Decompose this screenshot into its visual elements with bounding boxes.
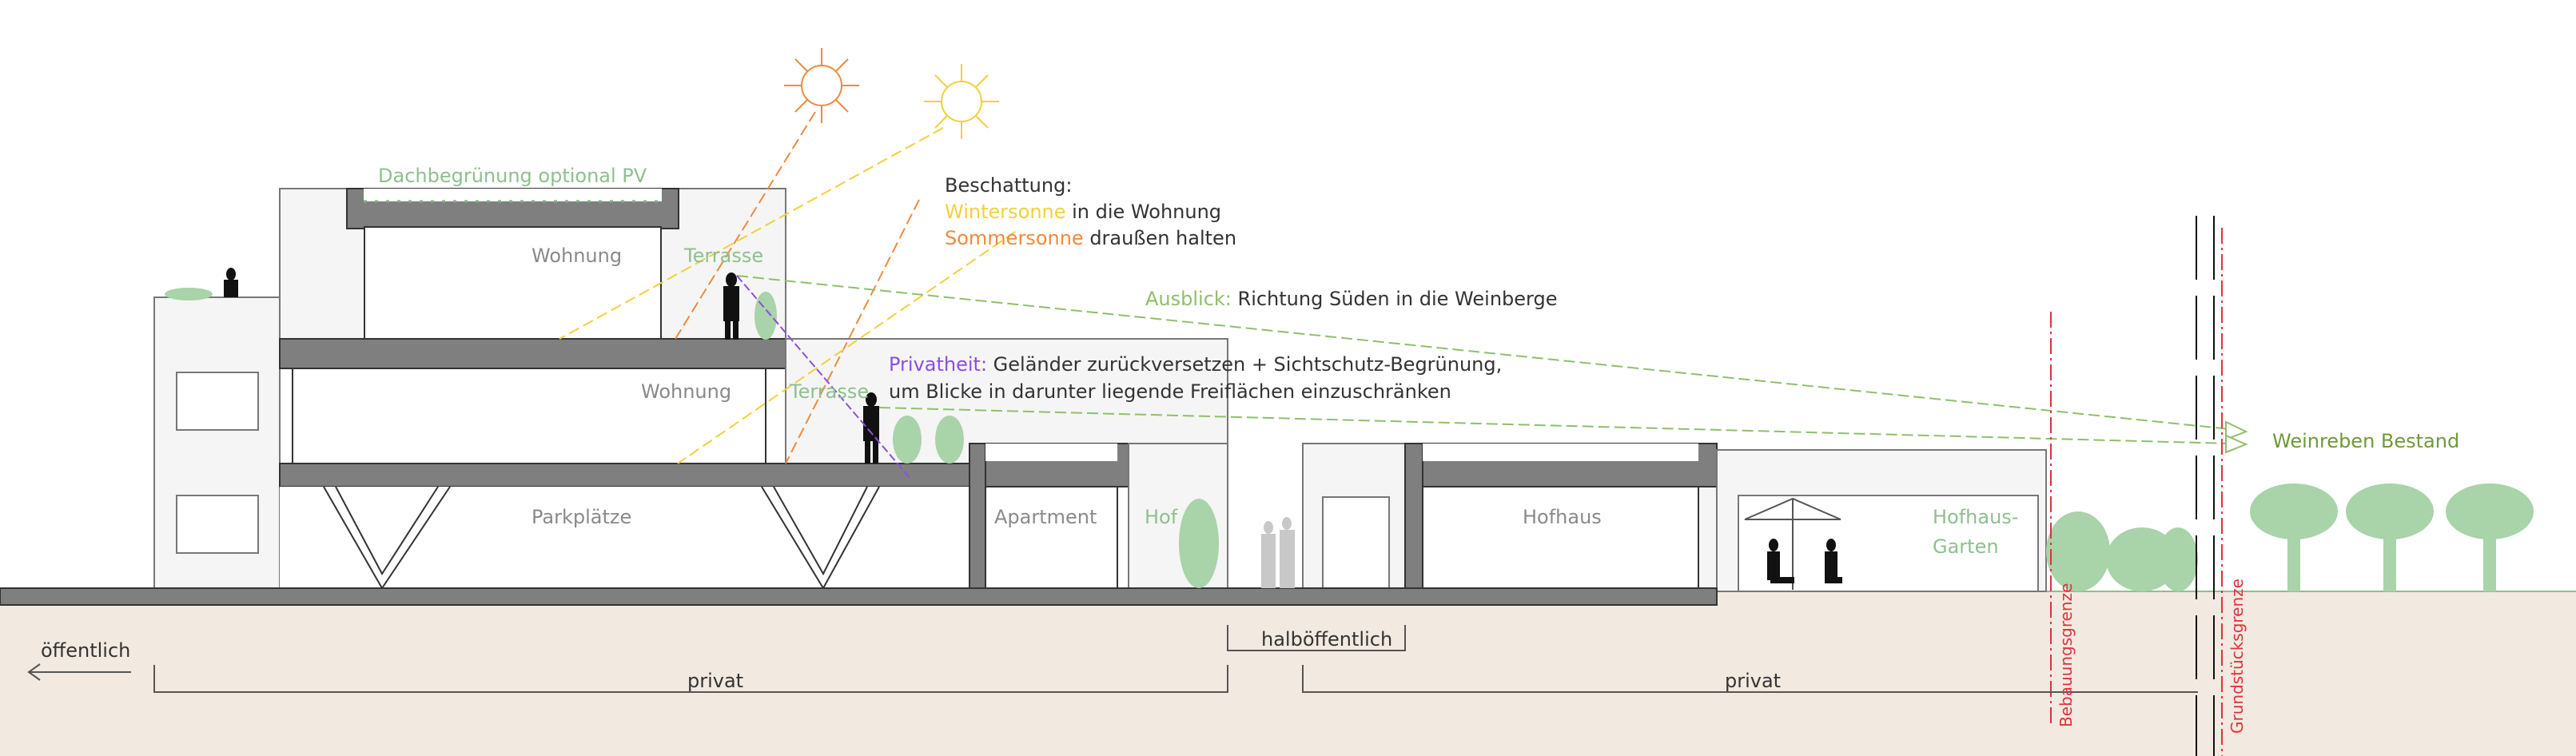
garden-label: Hofhaus- xyxy=(1933,506,2018,528)
lower-terrace-label: Terrasse xyxy=(789,380,869,403)
first-slab xyxy=(279,463,970,487)
apartment-label: Apartment xyxy=(994,506,1097,528)
summer-note: Sommersonne draußen halten xyxy=(945,227,1236,249)
view-note: Ausblick: Richtung Süden in die Weinberg… xyxy=(1145,288,1557,310)
public-zone-label: öffentlich xyxy=(41,639,130,662)
window xyxy=(176,372,259,431)
view-lines xyxy=(736,275,2231,444)
upper-flat xyxy=(364,226,662,340)
semi-public-zone-label: halböffentlich xyxy=(1261,628,1392,651)
building-line-label: Bebauungsgrenze xyxy=(2056,583,2076,727)
summer-sun-icon xyxy=(924,64,999,139)
view-arrow-icon xyxy=(2225,434,2248,454)
roof-label: Dachbegrünung optional PV xyxy=(378,165,647,187)
window xyxy=(176,495,259,554)
ground xyxy=(0,591,2576,756)
zone-brackets xyxy=(27,625,2198,693)
property-line-label: Grundstücksgrenze xyxy=(2228,579,2247,734)
parking-label: Parkplätze xyxy=(532,506,631,528)
green-roof xyxy=(1423,444,1698,461)
pedestrian-silhouettes xyxy=(1261,517,1295,588)
private-zone-label: privat xyxy=(1725,670,1781,692)
upper-terrace-label: Terrasse xyxy=(683,245,763,267)
door xyxy=(1322,496,1390,589)
privacy-note: um Blicke in darunter liegende Freifläch… xyxy=(889,380,1451,403)
vines-label: Weinreben Bestand xyxy=(2272,430,2459,452)
apartment-room xyxy=(985,486,1118,589)
ground-slab xyxy=(0,587,1718,606)
green-roof xyxy=(364,189,662,201)
winter-note: Wintersonne in die Wohnung xyxy=(945,201,1221,223)
garden-label: Garten xyxy=(1933,535,1999,558)
privacy-note: Privatheit: Geländer zurückversetzen + S… xyxy=(889,353,1502,376)
courthouse-wall xyxy=(1404,443,1423,589)
green-roof xyxy=(985,444,1117,461)
person-silhouettes xyxy=(224,268,1842,583)
sun-lines xyxy=(559,111,1016,464)
courthouse-room xyxy=(1422,486,1699,589)
courthouse-label: Hofhaus xyxy=(1523,506,1602,528)
lower-flat-label: Wohnung xyxy=(641,380,731,403)
view-arrow-icon xyxy=(2225,420,2248,441)
parking-level xyxy=(280,487,969,588)
plants xyxy=(165,288,2198,591)
shading-note: Beschattung: xyxy=(945,174,1072,197)
private-zone-label: privat xyxy=(687,670,743,692)
upper-flat-label: Wohnung xyxy=(532,245,622,267)
apartment-wall xyxy=(969,443,986,589)
upper-slab xyxy=(279,338,786,369)
garden-frame xyxy=(1738,495,2039,592)
winter-sun-icon xyxy=(784,48,859,123)
court-label: Hof xyxy=(1145,506,1178,528)
vines xyxy=(2250,483,2534,591)
